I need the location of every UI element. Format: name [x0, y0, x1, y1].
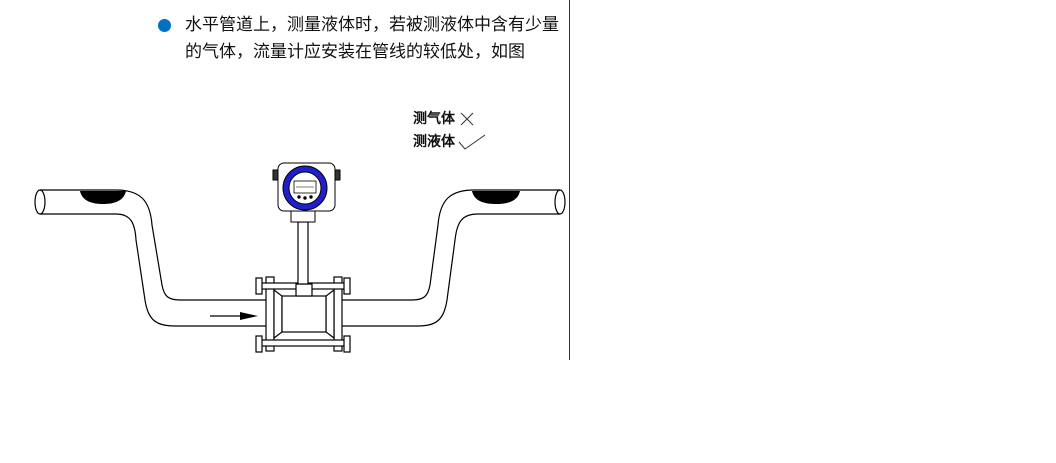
pipeline — [34, 189, 566, 327]
correct-check-icon — [458, 134, 486, 150]
transmitter-head — [272, 162, 341, 223]
meter-neck — [295, 283, 313, 297]
pipe-bottom-wall — [40, 213, 272, 327]
pipe-bottom-wall-right — [336, 213, 560, 327]
legend-row-liquid: 测液体 — [413, 131, 493, 154]
flow-arrow — [210, 312, 258, 320]
legend-gas-label: 测气体 — [413, 111, 455, 127]
tie-rod-bottom — [257, 339, 349, 347]
bolt-br — [343, 335, 351, 353]
wrong-cross-icon — [460, 112, 474, 126]
transmitter-connector — [290, 210, 316, 223]
meter-core — [281, 295, 327, 333]
pipe-top-wall-right — [336, 189, 560, 301]
bolt-bl — [255, 335, 263, 353]
pipe-end-left — [34, 189, 46, 215]
pipe-end-right — [554, 189, 566, 215]
bolt-tr — [343, 277, 351, 295]
legend: 测气体 测液体 — [413, 108, 493, 154]
legend-liquid-label: 测液体 — [413, 134, 455, 150]
gas-pocket-left — [80, 191, 126, 204]
bullet-text: 水平管道上，测量液体时，若被测液体中含有少量的气体，流量计应安装在管线的较低处，… — [185, 15, 559, 62]
gas-pocket-right — [472, 191, 520, 204]
legend-row-gas: 测气体 — [413, 108, 493, 131]
flowmeter-body — [255, 221, 351, 353]
bolt-tl — [255, 277, 263, 295]
pipe-top-wall — [40, 189, 272, 301]
vertical-divider — [569, 0, 570, 360]
bullet-dot-icon — [158, 19, 171, 32]
meter-stem — [297, 221, 309, 285]
